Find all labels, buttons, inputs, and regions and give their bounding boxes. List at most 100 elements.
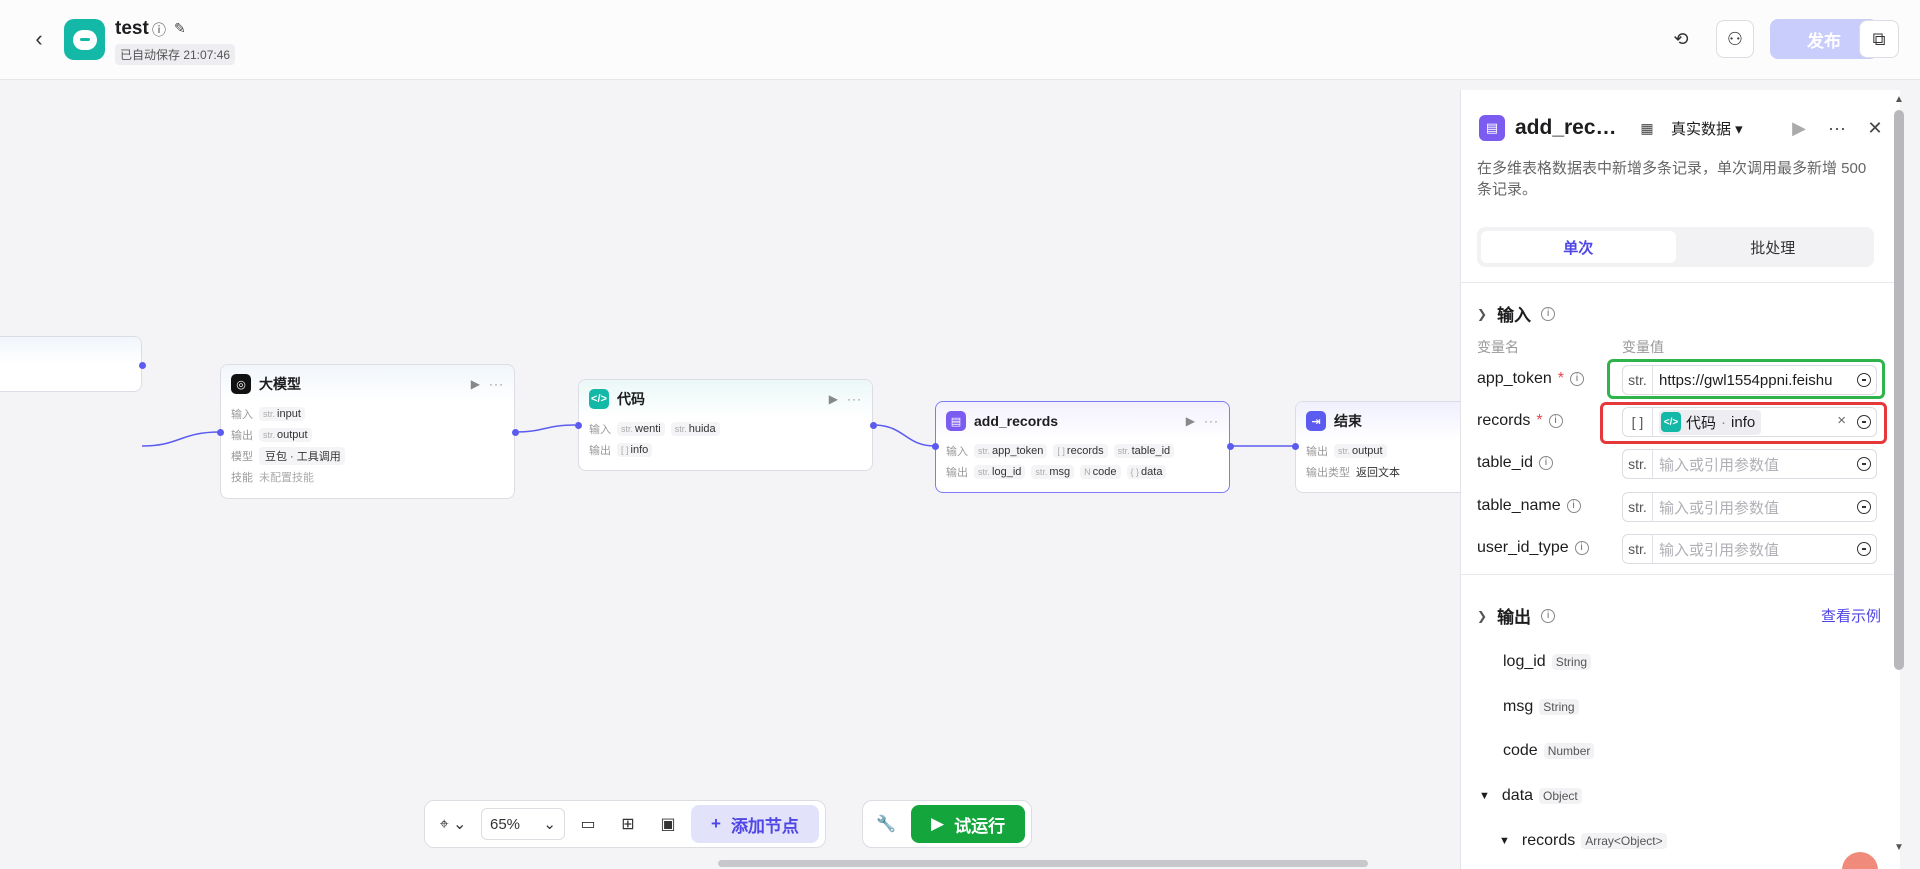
records-input-port[interactable]: [932, 443, 939, 450]
chevron-down-icon: ⌄: [543, 816, 556, 833]
start-node-partial[interactable]: R: [0, 336, 142, 392]
input-section-header[interactable]: ❯ 输入 i: [1477, 301, 1556, 326]
code-input-port[interactable]: [575, 422, 582, 429]
edit-icon[interactable]: ✎: [174, 20, 186, 36]
variable-picker-icon[interactable]: [1852, 410, 1876, 434]
llm-output-port[interactable]: [512, 429, 519, 436]
close-icon[interactable]: ✕: [1867, 117, 1883, 138]
wrench-icon[interactable]: 🔧: [876, 816, 896, 833]
zoom-select[interactable]: 65%⌄: [481, 808, 565, 840]
more-icon[interactable]: ···: [847, 392, 862, 406]
caret-down-icon[interactable]: ▼: [1479, 790, 1490, 802]
test-run-label: 试运行: [954, 816, 1006, 836]
variable-picker-icon[interactable]: [1852, 537, 1876, 561]
info-icon[interactable]: i: [1539, 456, 1554, 470]
tab-single[interactable]: 单次: [1481, 231, 1676, 263]
output-name: msg: [1503, 698, 1534, 715]
input-value-field[interactable]: str.输入或引用参数值: [1622, 449, 1877, 479]
minimap-icon[interactable]: ▣: [660, 816, 676, 833]
scroll-up-icon[interactable]: ▲: [1894, 94, 1904, 105]
llm-input-port[interactable]: [217, 429, 224, 436]
more-icon[interactable]: ···: [489, 377, 504, 391]
more-icon[interactable]: ···: [1828, 117, 1846, 138]
variable-picker-icon[interactable]: [1852, 452, 1876, 476]
variable-chip: [ ]info: [617, 442, 653, 457]
info-icon[interactable]: i: [1548, 414, 1563, 428]
variable-picker-icon[interactable]: [1852, 368, 1876, 392]
variable-chip: str.app_token: [974, 443, 1048, 458]
tab-batch[interactable]: 批处理: [1750, 239, 1796, 257]
variable-picker-icon[interactable]: [1852, 495, 1876, 519]
edge-code-records: [872, 424, 936, 447]
info-icon[interactable]: ⓘ: [152, 22, 166, 38]
panel-scrollbar[interactable]: [1894, 110, 1904, 670]
value-text[interactable]: 输入或引用参数值: [1653, 497, 1852, 518]
info-icon[interactable]: i: [1541, 306, 1556, 321]
input-value-field[interactable]: str.输入或引用参数值: [1622, 534, 1877, 564]
info-icon[interactable]: i: [1541, 608, 1556, 623]
more-icon[interactable]: ···: [1204, 414, 1219, 428]
node-row: 输出类型返回文本: [1296, 461, 1494, 482]
input-value-field[interactable]: [ ]</>代码·info×: [1622, 407, 1877, 437]
data-mode-select[interactable]: 真实数据 ▾: [1671, 120, 1743, 138]
run-node-icon[interactable]: ▶: [1185, 414, 1196, 428]
node-title: add_records: [974, 413, 1059, 429]
end-input-port[interactable]: [1292, 443, 1299, 450]
mouse-mode-icon[interactable]: ⌖ ⌄: [439, 816, 467, 833]
caret-down-icon[interactable]: ▼: [1499, 835, 1510, 847]
variable-name: output: [1352, 444, 1383, 457]
type-tag: str.: [1117, 445, 1130, 456]
type-tag: str.: [263, 408, 276, 419]
info-icon[interactable]: i: [1566, 499, 1581, 513]
code-icon: </>: [589, 389, 609, 409]
input-name: records*i: [1477, 412, 1563, 430]
test-run-button[interactable]: ▶试运行: [911, 805, 1026, 843]
ref-var: info: [1731, 413, 1756, 431]
info-icon[interactable]: i: [1569, 372, 1584, 386]
value-text[interactable]: https://gwl1554ppni.feishu: [1659, 371, 1833, 389]
layout-icon[interactable]: ⊞: [621, 816, 635, 833]
divider: [1461, 574, 1900, 575]
run-node-icon[interactable]: ▶: [470, 377, 481, 391]
view-example-link[interactable]: 查看示例: [1821, 608, 1882, 625]
input-value-field[interactable]: str.https://gwl1554ppni.feishu: [1622, 365, 1877, 395]
variable-chip: str.msg: [1031, 464, 1075, 479]
ref-node: 代码: [1686, 414, 1717, 432]
records-output-port[interactable]: [1227, 443, 1234, 450]
variable-name: 豆包 · 工具调用: [265, 450, 341, 463]
info-icon[interactable]: i: [1574, 541, 1589, 555]
duplicate-icon[interactable]: ⧉: [1859, 20, 1899, 58]
row-label: 输出: [1306, 445, 1328, 458]
scroll-down-icon[interactable]: ▼: [1894, 842, 1904, 853]
value-text[interactable]: </>代码·info×: [1653, 409, 1852, 435]
output-section-header[interactable]: ❯ 输出 i: [1477, 603, 1556, 628]
add-node-button[interactable]: +添加节点: [691, 805, 819, 843]
start-output-port[interactable]: [139, 362, 146, 369]
input-value-field[interactable]: str.输入或引用参数值: [1622, 492, 1877, 522]
add-collaborator-icon[interactable]: ⚇: [1716, 20, 1754, 58]
value-text[interactable]: 输入或引用参数值: [1653, 454, 1852, 475]
back-button[interactable]: ‹: [35, 26, 43, 51]
play-icon[interactable]: ▶: [1792, 117, 1806, 138]
avatar[interactable]: [1842, 852, 1878, 869]
variable-name: app_token: [992, 444, 1044, 457]
workflow-canvas[interactable]: R ◎ 大模型 ▶ ··· 输入str.input输出str.output模型豆…: [0, 80, 1495, 869]
comment-icon[interactable]: ▭: [580, 816, 596, 833]
history-icon[interactable]: ⟲: [1673, 28, 1689, 49]
horizontal-scrollbar[interactable]: [718, 860, 1368, 867]
code-output-port[interactable]: [870, 422, 877, 429]
node-title: 大模型: [259, 376, 301, 392]
type-tag: str.: [1338, 445, 1351, 456]
type-tag: str.: [263, 429, 276, 440]
required-mark: *: [1536, 412, 1543, 429]
value-text[interactable]: 输入或引用参数值: [1653, 539, 1852, 560]
input-title: 输入: [1497, 306, 1532, 325]
run-node-icon[interactable]: ▶: [828, 392, 839, 406]
clear-icon[interactable]: ×: [1837, 411, 1846, 429]
